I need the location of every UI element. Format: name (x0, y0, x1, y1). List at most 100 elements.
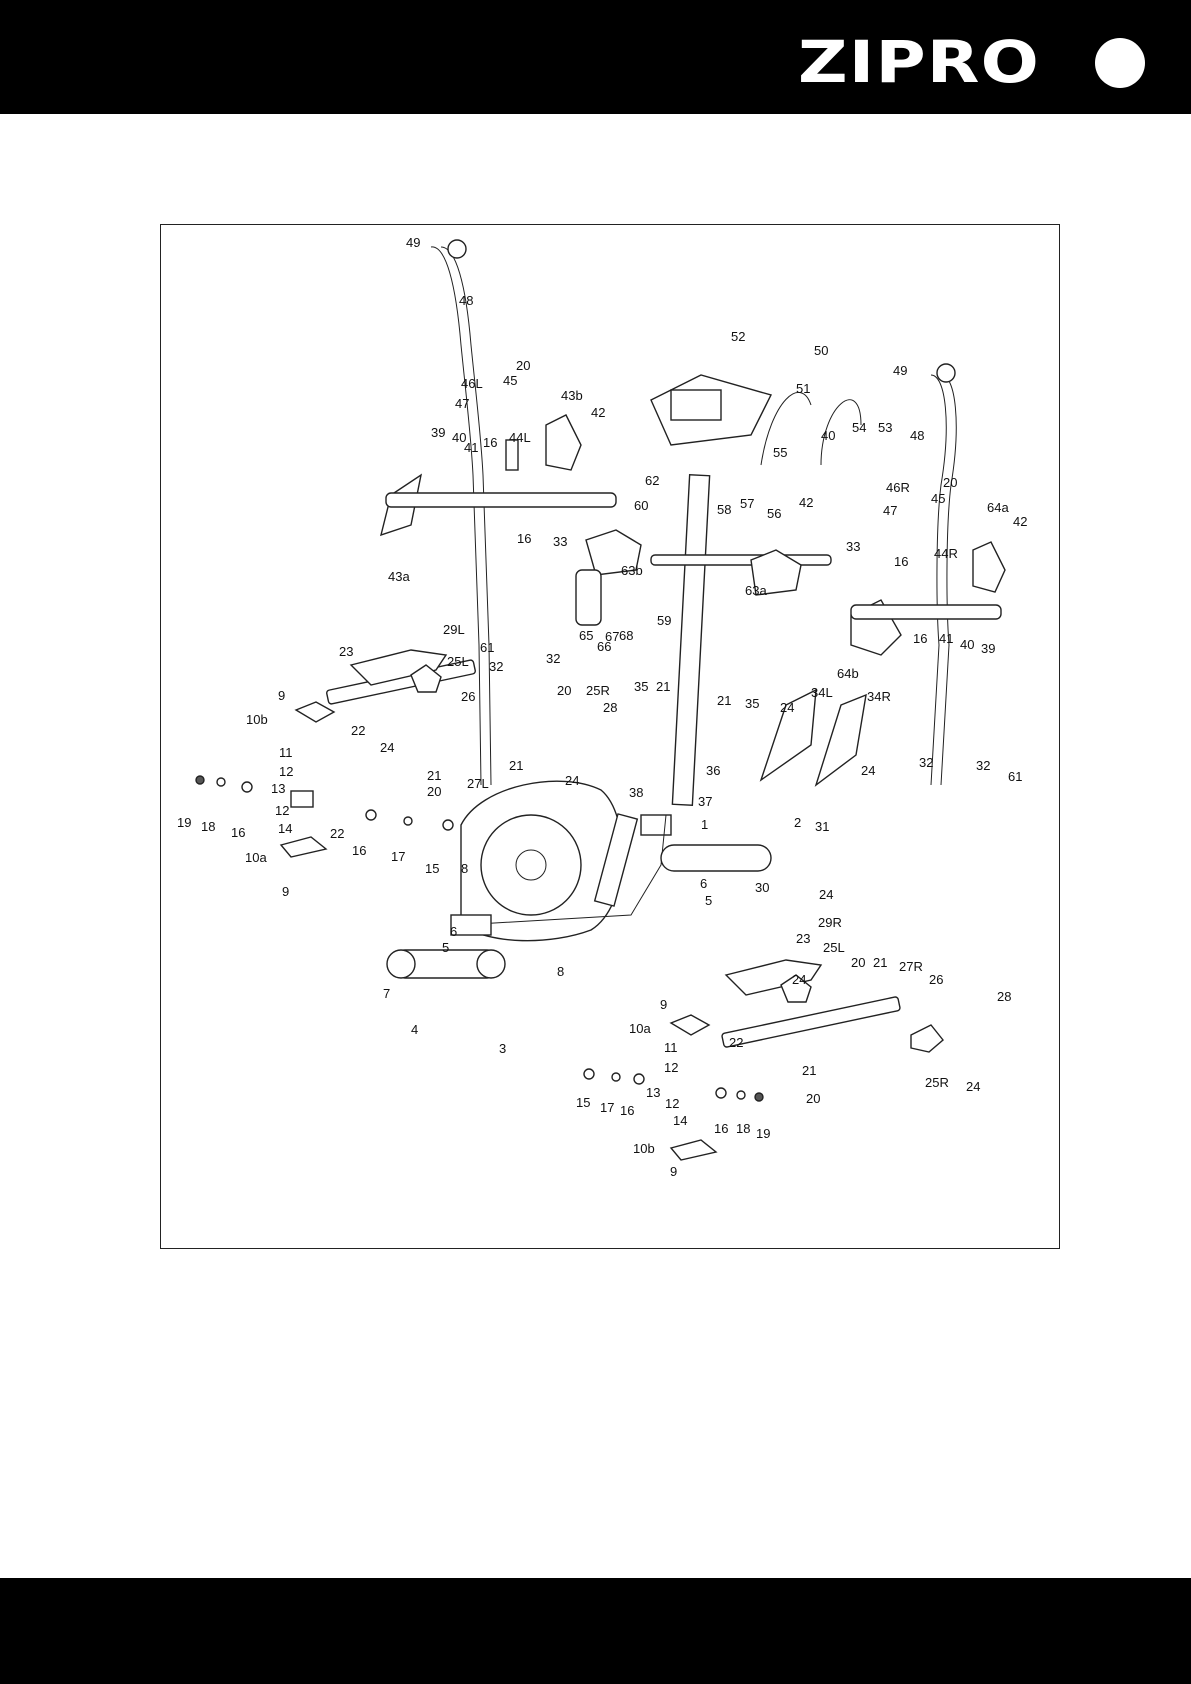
part-label: 23 (796, 931, 810, 946)
part-label: 6 (450, 924, 457, 939)
part-label: 66 (597, 639, 611, 654)
right-pedal-arm (669, 959, 944, 1161)
part-label: 14 (673, 1113, 687, 1128)
part-label: 1 (701, 817, 708, 832)
part-label: 46L (461, 376, 483, 391)
left-pedal-arm (279, 649, 476, 858)
part-label: 15 (576, 1095, 590, 1110)
part-label: 21 (802, 1063, 816, 1078)
small-hardware (195, 775, 764, 1102)
part-label: 12 (279, 764, 293, 779)
part-label: 42 (1013, 514, 1027, 529)
part-label: 17 (600, 1100, 614, 1115)
part-label: 31 (815, 819, 829, 834)
part-label: 47 (883, 503, 897, 518)
part-label: 18 (201, 819, 215, 834)
part-label: 21 (509, 758, 523, 773)
part-label: 39 (431, 425, 445, 440)
part-label: 34R (867, 689, 891, 704)
part-label: 24 (819, 887, 833, 902)
part-label: 64b (837, 666, 859, 681)
part-label: 28 (603, 700, 617, 715)
part-label: 25R (586, 683, 610, 698)
part-label: 7 (383, 986, 390, 1001)
part-label: 43b (561, 388, 583, 403)
side-covers (759, 688, 867, 787)
part-label: 22 (351, 723, 365, 738)
part-label: 28 (997, 989, 1011, 1004)
part-label: 24 (861, 763, 875, 778)
part-label: 9 (660, 997, 667, 1012)
part-label: 20 (851, 955, 865, 970)
part-label: 13 (646, 1085, 660, 1100)
part-label: 24 (380, 740, 394, 755)
part-label: 40 (960, 637, 974, 652)
part-label: 3 (499, 1041, 506, 1056)
part-label: 53 (878, 420, 892, 435)
part-label: 54 (852, 420, 866, 435)
part-label: 40 (452, 430, 466, 445)
part-label: 2 (794, 815, 801, 830)
part-label: 16 (894, 554, 908, 569)
part-label: 32 (489, 659, 503, 674)
part-label: 24 (780, 700, 794, 715)
part-label: 9 (670, 1164, 677, 1179)
part-label: 8 (461, 861, 468, 876)
part-label: 18 (736, 1121, 750, 1136)
part-label: 29L (443, 622, 465, 637)
part-label: 49 (406, 235, 420, 250)
part-label: 21 (656, 679, 670, 694)
part-label: 45 (503, 373, 517, 388)
part-label: 21 (717, 693, 731, 708)
part-label: 38 (629, 785, 643, 800)
part-label: 22 (729, 1035, 743, 1050)
part-label: 4 (411, 1022, 418, 1037)
page-footer (0, 1578, 1191, 1684)
part-label: 25L (447, 654, 469, 669)
part-label: 10a (245, 850, 267, 865)
part-label: 43a (388, 569, 410, 584)
part-label: 21 (873, 955, 887, 970)
console-and-mast (575, 374, 862, 807)
part-label: 5 (705, 893, 712, 908)
part-label: 63a (745, 583, 767, 598)
part-label: 10b (246, 712, 268, 727)
part-label: 61 (1008, 769, 1022, 784)
part-label: 16 (483, 435, 497, 450)
part-label: 16 (913, 631, 927, 646)
part-label: 27L (467, 776, 489, 791)
part-label: 36 (706, 763, 720, 778)
part-label: 46R (886, 480, 910, 495)
part-label: 9 (282, 884, 289, 899)
part-label: 15 (425, 861, 439, 876)
part-label: 21 (427, 768, 441, 783)
part-label: 42 (591, 405, 605, 420)
part-label: 51 (796, 381, 810, 396)
part-label: 20 (427, 784, 441, 799)
part-label: 13 (271, 781, 285, 796)
part-label: 39 (981, 641, 995, 656)
part-label: 52 (731, 329, 745, 344)
page-number-marker (1095, 38, 1145, 88)
part-label: 5 (442, 940, 449, 955)
part-label: 19 (177, 815, 191, 830)
part-label: 55 (773, 445, 787, 460)
flywheel-frame (386, 780, 772, 979)
part-label: 35 (745, 696, 759, 711)
part-label: 23 (339, 644, 353, 659)
part-label: 12 (275, 803, 289, 818)
part-label: 49 (893, 363, 907, 378)
part-label: 16 (620, 1103, 634, 1118)
left-handlebar (380, 239, 617, 786)
part-label: 33 (846, 539, 860, 554)
part-label: 14 (278, 821, 292, 836)
part-label: 59 (657, 613, 671, 628)
part-label: 24 (565, 773, 579, 788)
part-label: 25R (925, 1075, 949, 1090)
part-label: 41 (464, 440, 478, 455)
part-label: 8 (557, 964, 564, 979)
part-label: 56 (767, 506, 781, 521)
part-label: 20 (516, 358, 530, 373)
page-header: ZIPRO (0, 0, 1191, 114)
